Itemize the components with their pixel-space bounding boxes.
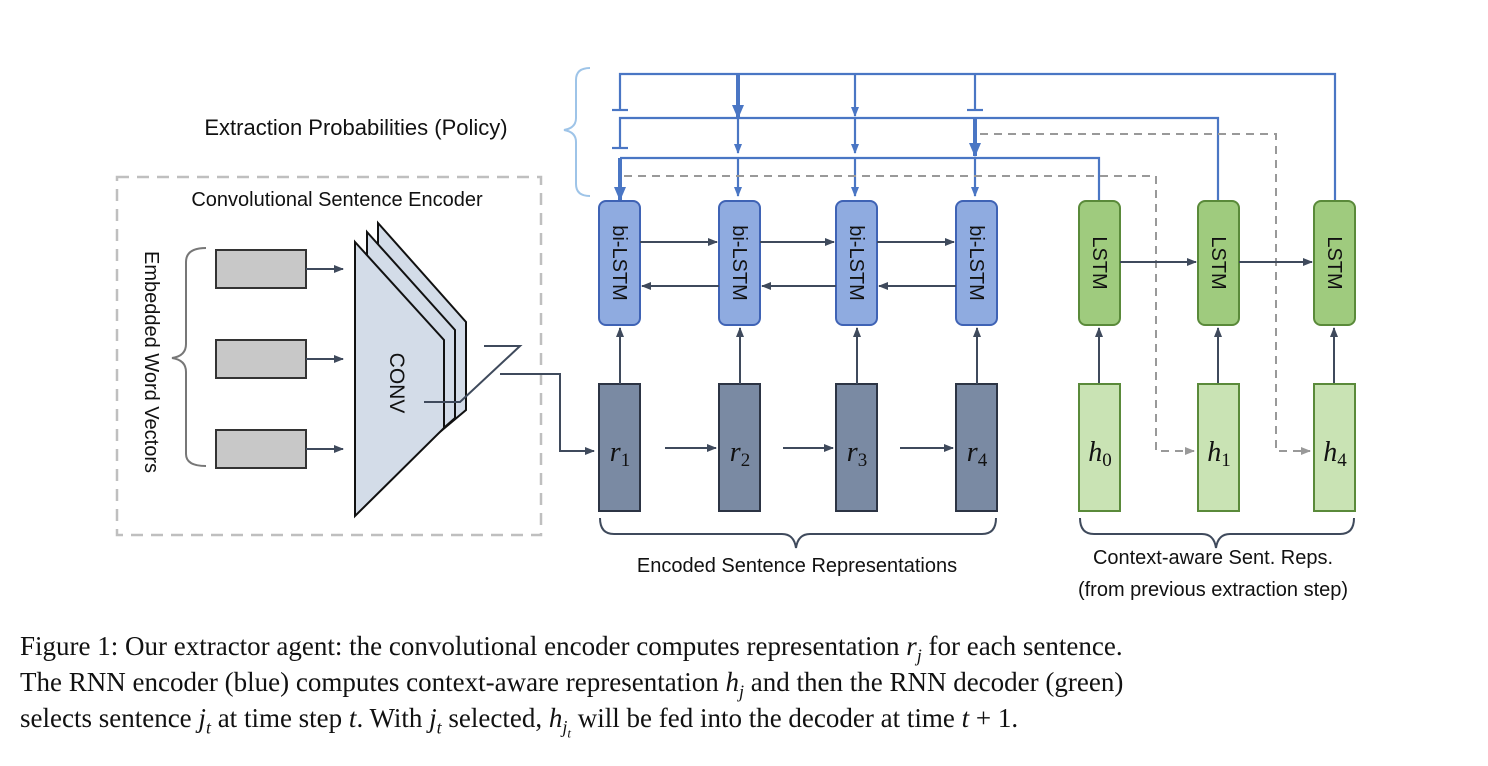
- encoder-title: Convolutional Sentence Encoder: [191, 189, 483, 211]
- word-vector-1: [215, 249, 307, 289]
- lstm-label-1: LSTM: [1088, 236, 1110, 289]
- word-vectors-label: Embedded Word Vectors: [140, 251, 162, 473]
- h-node-0-var: h: [1088, 437, 1102, 468]
- h-node-4: [1313, 383, 1356, 512]
- r-node-1-sub: 1: [621, 450, 631, 471]
- caption-math: t: [961, 703, 970, 733]
- bilstm-label-4: bi-LSTM: [965, 225, 987, 301]
- r-node-4: [955, 383, 998, 512]
- caption-math-sub: j: [738, 681, 744, 702]
- svg-text:r2: r2: [730, 437, 750, 471]
- r-arrows: [616, 327, 981, 452]
- context-reps-brace: [1079, 517, 1355, 549]
- encoded-reps-brace: [599, 517, 997, 549]
- lstm-label-2: LSTM: [1207, 236, 1229, 289]
- h-node-1-var: h: [1207, 437, 1221, 468]
- caption-math: r: [906, 631, 917, 661]
- caption-text: and then the RNN decoder (green): [743, 667, 1124, 697]
- caption-math: t: [348, 703, 357, 733]
- caption-text: selects sentence: [20, 703, 199, 733]
- context-reps-label-2: (from previous extraction step): [1078, 579, 1348, 601]
- lstm-arrows: [1095, 258, 1338, 384]
- caption-math-sub: j: [916, 645, 922, 666]
- caption-math-sub: jt: [562, 717, 571, 740]
- h-node-1: [1197, 383, 1240, 512]
- r-node-2-var: r: [730, 437, 741, 468]
- h-node-0-sub: 0: [1102, 450, 1112, 471]
- caption-math-subsub: t: [567, 725, 571, 741]
- bilstm-label-1: bi-LSTM: [608, 225, 630, 301]
- selection-dashed-lines: [624, 133, 1311, 455]
- r-node-1: [598, 383, 641, 512]
- h-node-4-var: h: [1323, 437, 1337, 468]
- svg-text:r3: r3: [847, 437, 867, 471]
- r-node-3-sub: 3: [858, 450, 868, 471]
- bilstm-cell-2: [718, 200, 761, 326]
- caption-text: for each sentence.: [921, 631, 1123, 661]
- bilstm-label-3: bi-LSTM: [845, 225, 867, 301]
- policy-label: Extraction Probabilities (Policy): [204, 115, 507, 140]
- svg-text:r1: r1: [610, 437, 630, 471]
- svg-text:h1: h1: [1207, 437, 1231, 471]
- policy-brace: [563, 67, 591, 197]
- conv-label: CONV: [385, 353, 408, 414]
- h-node-1-sub: 1: [1221, 450, 1231, 471]
- word-vector-2: [215, 339, 307, 379]
- svg-text:r4: r4: [967, 437, 988, 471]
- caption-math-sub: t: [205, 717, 211, 738]
- caption-math-sub: t: [436, 717, 442, 738]
- encoder-box: [115, 175, 543, 537]
- caption-line-2: The RNN encoder (blue) computes context-…: [20, 664, 1470, 700]
- r-node-4-sub: 4: [978, 450, 988, 471]
- caption-text: selected,: [441, 703, 549, 733]
- bilstm-cell-3: [835, 200, 878, 326]
- lstm-cell-3: [1313, 200, 1356, 326]
- bilstm-arrows: [640, 238, 956, 290]
- caption-math-sub-j: j: [562, 717, 568, 738]
- h-node-4-sub: 4: [1337, 450, 1347, 471]
- r-node-1-var: r: [610, 437, 621, 468]
- svg-text:h0: h0: [1088, 437, 1112, 471]
- caption-text: at time step: [210, 703, 349, 733]
- conv-block: CONV: [354, 220, 467, 519]
- caption-math: h: [548, 703, 563, 733]
- r-node-2-sub: 2: [741, 450, 751, 471]
- encoded-reps-label: Encoded Sentence Representations: [637, 555, 957, 577]
- caption-text: Figure 1: Our extractor agent: the convo…: [20, 631, 907, 661]
- caption-text: . With: [356, 703, 430, 733]
- extractor-agent-diagram: Extraction Probabilities (Policy) Convol…: [115, 67, 1356, 601]
- lstm-label-3: LSTM: [1323, 236, 1345, 289]
- context-reps-label-1: Context-aware Sent. Reps.: [1093, 547, 1333, 569]
- bilstm-cell-4: [955, 200, 998, 326]
- caption-math: h: [725, 667, 739, 697]
- policy-lines: [612, 72, 1337, 202]
- figure-caption: Figure 1: Our extractor agent: the convo…: [20, 628, 1470, 740]
- bilstm-label-2: bi-LSTM: [728, 225, 750, 301]
- r-node-2: [718, 383, 761, 512]
- caption-text: + 1.: [969, 703, 1019, 733]
- h-node-0: [1078, 383, 1121, 512]
- caption-math: j: [429, 703, 437, 733]
- caption-line-1: Figure 1: Our extractor agent: the convo…: [20, 628, 1470, 664]
- caption-math: j: [198, 703, 206, 733]
- bilstm-cell-1: [598, 200, 641, 326]
- word-vectors-brace: [171, 247, 207, 467]
- caption-line-3: selects sentence jt at time step t. With…: [20, 700, 1470, 740]
- r-node-4-var: r: [967, 437, 978, 468]
- caption-text: The RNN encoder (blue) computes context-…: [20, 667, 726, 697]
- svg-text:h4: h4: [1323, 437, 1347, 471]
- word-vector-3: [215, 429, 307, 469]
- r-node-3-var: r: [847, 437, 858, 468]
- caption-text: will be fed into the decoder at time: [570, 703, 962, 733]
